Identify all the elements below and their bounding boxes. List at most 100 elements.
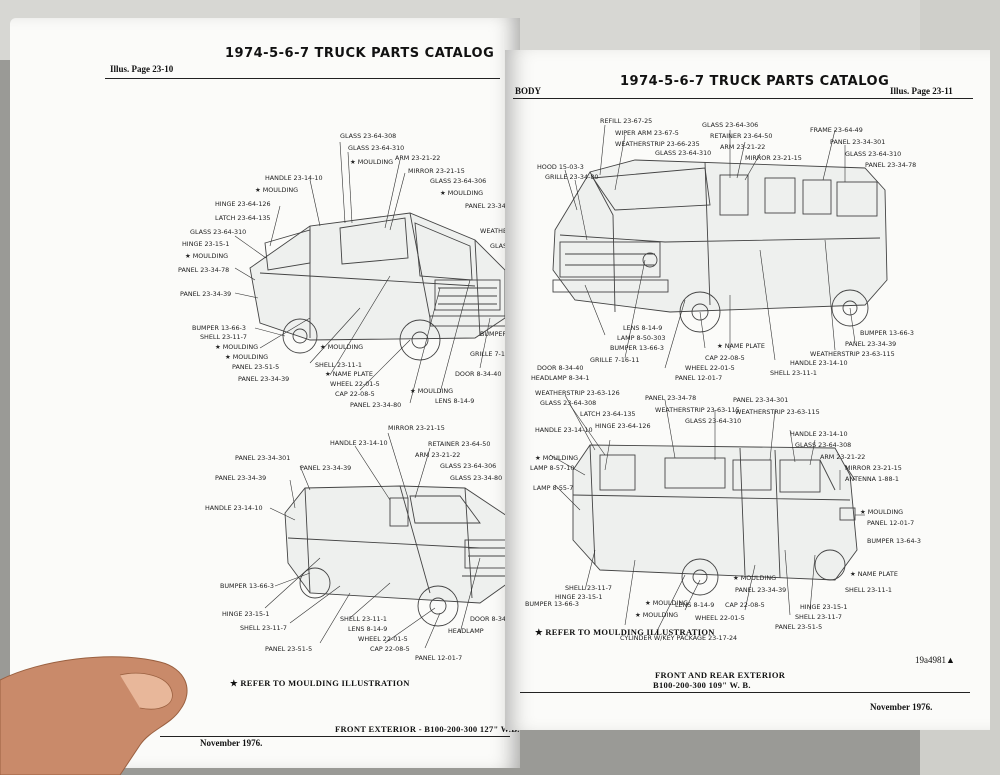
callout: ★ MOULDING	[225, 353, 268, 361]
callout: REFILL 23-67-25	[600, 117, 652, 125]
callout: WIPER ARM 23-67-5	[615, 129, 679, 137]
right-caption-line2: B100-200-300 109" W. B.	[653, 680, 751, 690]
callout: SHELL 23-11-1	[845, 586, 892, 594]
callout: SHELL 23-11-1	[340, 615, 387, 623]
callout: HINGE 23-15-1	[222, 610, 269, 618]
callout: GLASS 23-64-306	[440, 462, 496, 470]
callout: PANEL 23-34-80	[465, 202, 516, 210]
right-top-labels: REFILL 23-67-25 WIPER ARM 23-67-5 WEATHE…	[531, 117, 916, 382]
callout: GLASS 23-64-306	[702, 121, 758, 129]
callout: GRILLE 7-16-11	[590, 356, 639, 364]
callout: PANEL 12-01-7	[867, 519, 914, 527]
right-illus-page: Illus. Page 23-11	[890, 86, 953, 96]
right-date: November 1976.	[870, 702, 933, 712]
callout: ★ MOULDING	[635, 611, 678, 619]
callout: HANDLE 23-14-10	[265, 174, 323, 182]
callout: DOOR 8-34-40	[470, 615, 516, 623]
callout: GLASS 23-64-308	[340, 132, 396, 140]
callout: WEATHERSTRIP 23-66-235	[615, 140, 700, 148]
callout: BUMPER	[480, 330, 507, 338]
callout: ★ MOULDING	[185, 252, 228, 260]
callout: WHEEL 22-01-5	[358, 635, 408, 643]
callout: LENS 8-14-9	[675, 601, 714, 609]
right-top-leaders	[564, 124, 856, 369]
right-caption-line1: FRONT AND REAR EXTERIOR	[655, 670, 786, 680]
callout: BUMPER 13-66-3	[610, 344, 664, 352]
callout: PANEL 23-34-39	[300, 464, 351, 472]
callout: PANEL 23-34-301	[830, 138, 885, 146]
callout: PANEL 23-34-39	[180, 290, 231, 298]
right-footer-rule	[520, 692, 970, 693]
callout: HINGE 23-15-1	[800, 603, 847, 611]
callout: PANEL 23-34-39	[845, 340, 896, 348]
right-illustration: REFILL 23-67-25 WIPER ARM 23-67-5 WEATHE…	[525, 117, 921, 642]
callout: LATCH 23-64-135	[580, 410, 635, 418]
left-page-title: 1974-5-6-7 TRUCK PARTS CATALOG	[225, 46, 495, 61]
callout: MIRROR 23-21-15	[745, 154, 802, 162]
callout: GRILLE 23-34-80	[545, 173, 598, 181]
callout: LATCH 23-64-135	[215, 214, 270, 222]
callout: ★ MOULDING	[733, 574, 776, 582]
callout: BUMPER 13-66-3	[220, 582, 274, 590]
callout: LENS 8-14-9	[435, 397, 474, 405]
callout: HEADLAMP 8-34-1	[531, 374, 590, 382]
callout: MIRROR 23-21-15	[845, 464, 902, 472]
right-section: BODY	[515, 86, 542, 96]
callout: ARM 23-21-22	[415, 451, 460, 459]
callout: ARM 23-21-22	[820, 453, 865, 461]
callout: HANDLE 23-14-10	[790, 430, 848, 438]
callout: RETAINER 23-64-50	[710, 132, 772, 140]
callout: GLASS 23-64-310	[190, 228, 246, 236]
left-page: 1974-5-6-7 TRUCK PARTS CATALOG Illus. Pa…	[10, 18, 520, 768]
callout: PANEL 23-34-39	[215, 474, 266, 482]
callout: ★ NAME PLATE	[325, 370, 373, 378]
left-date: November 1976.	[200, 738, 263, 748]
callout: SHELL 23-11-1	[315, 361, 362, 369]
callout: HANDLE 23-14-10	[790, 359, 848, 367]
right-top-van-drawing	[552, 159, 888, 333]
callout: CAP 22-08-5	[705, 354, 745, 362]
callout: GLASS 23-64-310	[655, 149, 711, 157]
right-footnote: ★ REFER TO MOULDING ILLUSTRATION	[535, 627, 715, 637]
left-caption: FRONT EXTERIOR - B100-200-300 127" W.B.	[335, 724, 520, 734]
callout: DOOR 8-34-40	[537, 364, 583, 372]
callout: GRILLE 7-16-11	[470, 350, 519, 358]
callout: WEATHERSTRIP	[480, 227, 520, 235]
left-footnote: ★ REFER TO MOULDING ILLUSTRATION	[230, 678, 410, 688]
callout: LAMP 8-55-7	[533, 484, 573, 492]
callout: ★ MOULDING	[860, 508, 903, 516]
right-figure-number: 19a4981▲	[915, 655, 955, 665]
callout: LAMP 8-57-10	[530, 464, 574, 472]
callout: MIRROR 23-21-15	[408, 167, 465, 175]
left-top-leaders	[234, 141, 491, 404]
callout: WEATHERSTRIP 23-63-115	[735, 408, 820, 416]
right-header-rule	[513, 98, 973, 99]
callout: CAP 22-08-5	[335, 390, 375, 398]
callout: GLASS 23-64-310	[348, 144, 404, 152]
callout: HOOD 15-03-3	[537, 163, 584, 171]
callout: ★ MOULDING	[535, 454, 578, 462]
callout: LENS 8-14-9	[348, 625, 387, 633]
callout: ★ MOULDING	[645, 599, 688, 607]
callout: WEATHERSTRIP 23-63-115	[655, 406, 740, 414]
callout: CYLINDER W/KEY PACKAGE 23-17-24	[620, 634, 737, 642]
callout: CAP 22-08-5	[725, 601, 765, 609]
callout: PANEL 23-34-39	[735, 586, 786, 594]
callout: ★ MOULDING	[320, 343, 363, 351]
callout: BUMPER 13-66-3	[860, 329, 914, 337]
callout: WHEEL 22-01-5	[685, 364, 735, 372]
right-page: BODY 1974-5-6-7 TRUCK PARTS CATALOG Illu…	[505, 50, 990, 730]
left-illustration: GLASS 23-64-308 GLASS 23-64-310 ★ MOULDI…	[178, 132, 520, 662]
callout: WHEEL 22-01-5	[330, 380, 380, 388]
callout: LAMP 8-50-303	[617, 334, 666, 342]
callout: PANEL 23-34-301	[733, 396, 788, 404]
callout: HINGE 23-64-126	[595, 422, 651, 430]
callout: PANEL 23-34-80	[350, 401, 401, 409]
callout: LENS 8-14-9	[623, 324, 662, 332]
callout: GLASS 23-64-310	[845, 150, 901, 158]
callout: ★ MOULDING	[215, 343, 258, 351]
callout: PANEL 23-51-5	[232, 363, 279, 371]
callout: BUMPER 13-64-3	[867, 537, 921, 545]
callout: RETAINER 23-64-50	[428, 440, 490, 448]
callout: ★ NAME PLATE	[850, 570, 898, 578]
